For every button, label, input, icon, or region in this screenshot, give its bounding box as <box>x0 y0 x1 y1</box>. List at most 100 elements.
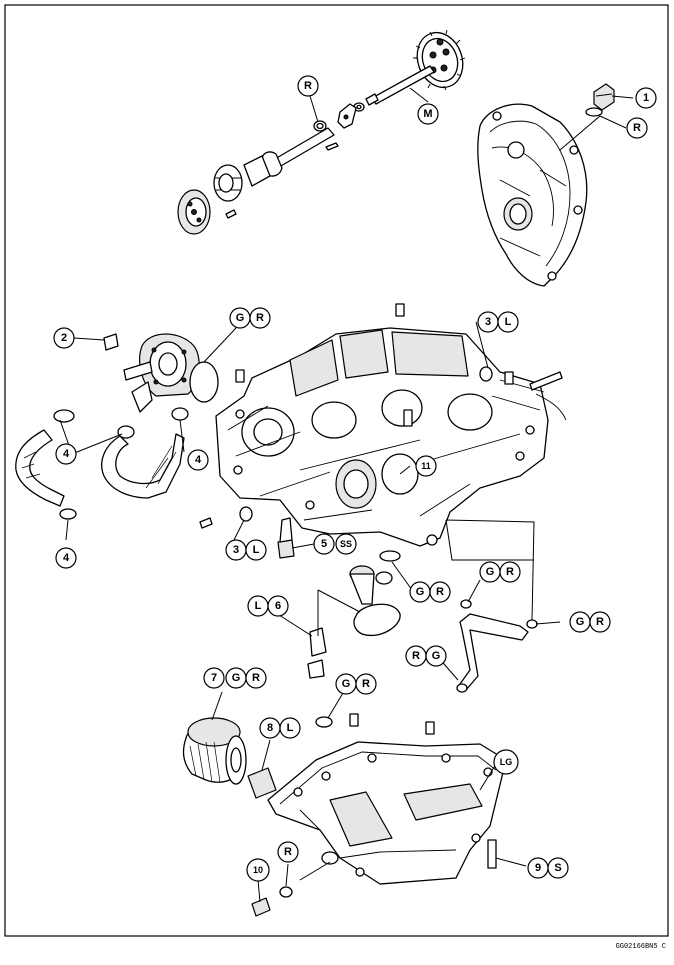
callout-3-lower: 3 <box>225 539 247 561</box>
callout-10: 10 <box>246 858 270 882</box>
oil-pan <box>267 713 507 885</box>
callout-r-cap: R <box>626 117 648 139</box>
svg-text:4: 4 <box>63 448 70 460</box>
callout-r-pipe-top: R <box>499 561 521 583</box>
callout-1: 1 <box>635 87 657 109</box>
callout-9: 9 <box>527 857 549 879</box>
svg-text:7: 7 <box>211 672 217 684</box>
svg-text:5: 5 <box>321 538 327 550</box>
svg-text:3: 3 <box>485 316 491 328</box>
svg-text:S: S <box>554 862 561 874</box>
oil-pump-shaft-assembly <box>177 29 466 235</box>
callout-4-b: 4 <box>187 449 209 471</box>
callout-g-strainer: G <box>409 581 431 603</box>
svg-text:L: L <box>253 544 260 556</box>
callout-l-upper: L <box>497 311 519 333</box>
oil-pressure-switch <box>277 539 295 559</box>
cooler-o-ring <box>189 361 219 403</box>
svg-text:G: G <box>486 566 495 578</box>
svg-text:4: 4 <box>63 552 70 564</box>
callout-r-pan: R <box>355 673 377 695</box>
svg-text:L: L <box>255 600 262 612</box>
callout-g-pan: G <box>335 673 357 695</box>
svg-text:10: 10 <box>253 865 263 875</box>
svg-text:M: M <box>423 108 432 120</box>
oil-filter-pipe <box>247 767 277 799</box>
svg-text:G: G <box>236 312 245 324</box>
svg-text:L: L <box>287 722 294 734</box>
callout-l-pipe: L <box>279 717 301 739</box>
relief-valve <box>307 627 327 679</box>
callout-s: S <box>547 857 569 879</box>
oil-filter <box>182 717 247 785</box>
crankcase-upper <box>215 303 549 547</box>
drain-bolt <box>251 897 271 917</box>
svg-text:L: L <box>505 316 512 328</box>
oil-strainer <box>349 550 401 637</box>
svg-text:R: R <box>256 312 264 324</box>
callout-g-pipe-right: G <box>569 611 591 633</box>
svg-text:6: 6 <box>275 600 281 612</box>
svg-text:9: 9 <box>535 862 541 874</box>
svg-text:R: R <box>633 122 641 134</box>
callout-g-cooler: G <box>229 307 251 329</box>
oil-hose-center <box>101 407 189 499</box>
l-plug-left <box>239 506 253 522</box>
callout-g-pipe-top: G <box>479 561 501 583</box>
callout-ss: SS <box>335 533 357 555</box>
svg-text:1: 1 <box>643 92 649 104</box>
figure-code: GG02166BN5 C <box>616 943 666 951</box>
callout-4-c: 4 <box>55 547 77 569</box>
callout-l-relief: L <box>247 595 269 617</box>
oil-hose-left <box>15 409 77 520</box>
svg-text:R: R <box>596 616 604 628</box>
pump-drive-gear <box>413 29 466 91</box>
svg-text:G: G <box>342 678 351 690</box>
oil-filler-cap <box>585 83 615 117</box>
svg-text:R: R <box>362 678 370 690</box>
callout-r-strainer: R <box>429 581 451 603</box>
outer-rotor <box>213 164 243 202</box>
svg-text:LG: LG <box>500 757 513 767</box>
oil-cooler <box>103 333 200 413</box>
svg-text:R: R <box>506 566 514 578</box>
callout-l-lower: L <box>245 539 267 561</box>
svg-text:R: R <box>284 846 292 858</box>
callout-2: 2 <box>53 327 75 349</box>
callout-r-pipe-right: R <box>589 611 611 633</box>
svg-text:G: G <box>576 616 585 628</box>
callout-m-shaft: M <box>417 103 439 125</box>
callout-g-pipe-low: G <box>425 645 447 667</box>
callout-11: 11 <box>415 455 437 477</box>
oil-pipe <box>459 613 529 691</box>
crankcase-stud <box>529 371 563 391</box>
callout-lg: LG <box>493 749 519 775</box>
callout-g-filter: G <box>225 667 247 689</box>
callout-7: 7 <box>203 667 225 689</box>
svg-text:SS: SS <box>340 539 352 549</box>
callout-r-cooler: R <box>249 307 271 329</box>
svg-text:3: 3 <box>233 544 239 556</box>
drain-washer <box>279 886 293 898</box>
callout-r-shaft: R <box>297 75 319 97</box>
svg-text:G: G <box>232 672 241 684</box>
svg-text:4: 4 <box>195 454 202 466</box>
callout-r-filter: R <box>245 667 267 689</box>
svg-text:R: R <box>436 586 444 598</box>
svg-text:8: 8 <box>267 722 273 734</box>
callout-8: 8 <box>259 717 281 739</box>
callout-r-pipe-low: R <box>405 645 427 667</box>
callout-6: 6 <box>267 595 289 617</box>
svg-text:R: R <box>412 650 420 662</box>
svg-text:2: 2 <box>61 332 67 344</box>
svg-text:R: R <box>304 80 312 92</box>
svg-text:G: G <box>416 586 425 598</box>
svg-text:11: 11 <box>421 461 431 471</box>
diagram-frame <box>4 4 669 937</box>
callout-3-upper: 3 <box>477 311 499 333</box>
svg-text:G: G <box>432 650 441 662</box>
svg-text:R: R <box>252 672 260 684</box>
clutch-cover <box>477 103 588 287</box>
callout-4-a: 4 <box>55 443 77 465</box>
